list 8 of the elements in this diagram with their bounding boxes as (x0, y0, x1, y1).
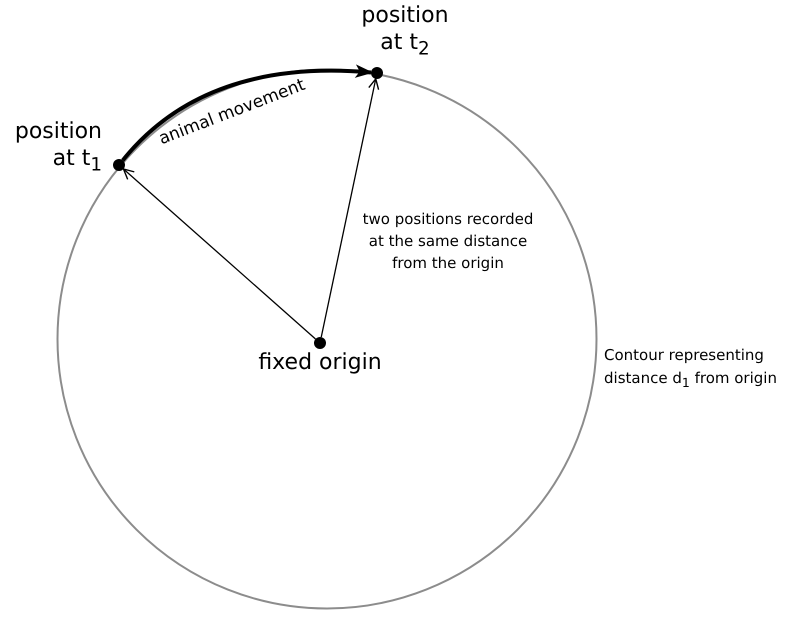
arrow (122, 168, 316, 340)
position-label: position at t$_{2}$ (360, 2, 450, 62)
contour-caption: Contour representing distance d$_{1}$ from origin (604, 345, 778, 392)
origin-label: fixed origin (257, 349, 383, 376)
annotation-text: two positions recorded at the same distance from the origin (362, 209, 534, 274)
arrow (320, 78, 380, 338)
position-label: position at t$_{1}$ (14, 118, 102, 178)
arrow (121, 64, 374, 162)
